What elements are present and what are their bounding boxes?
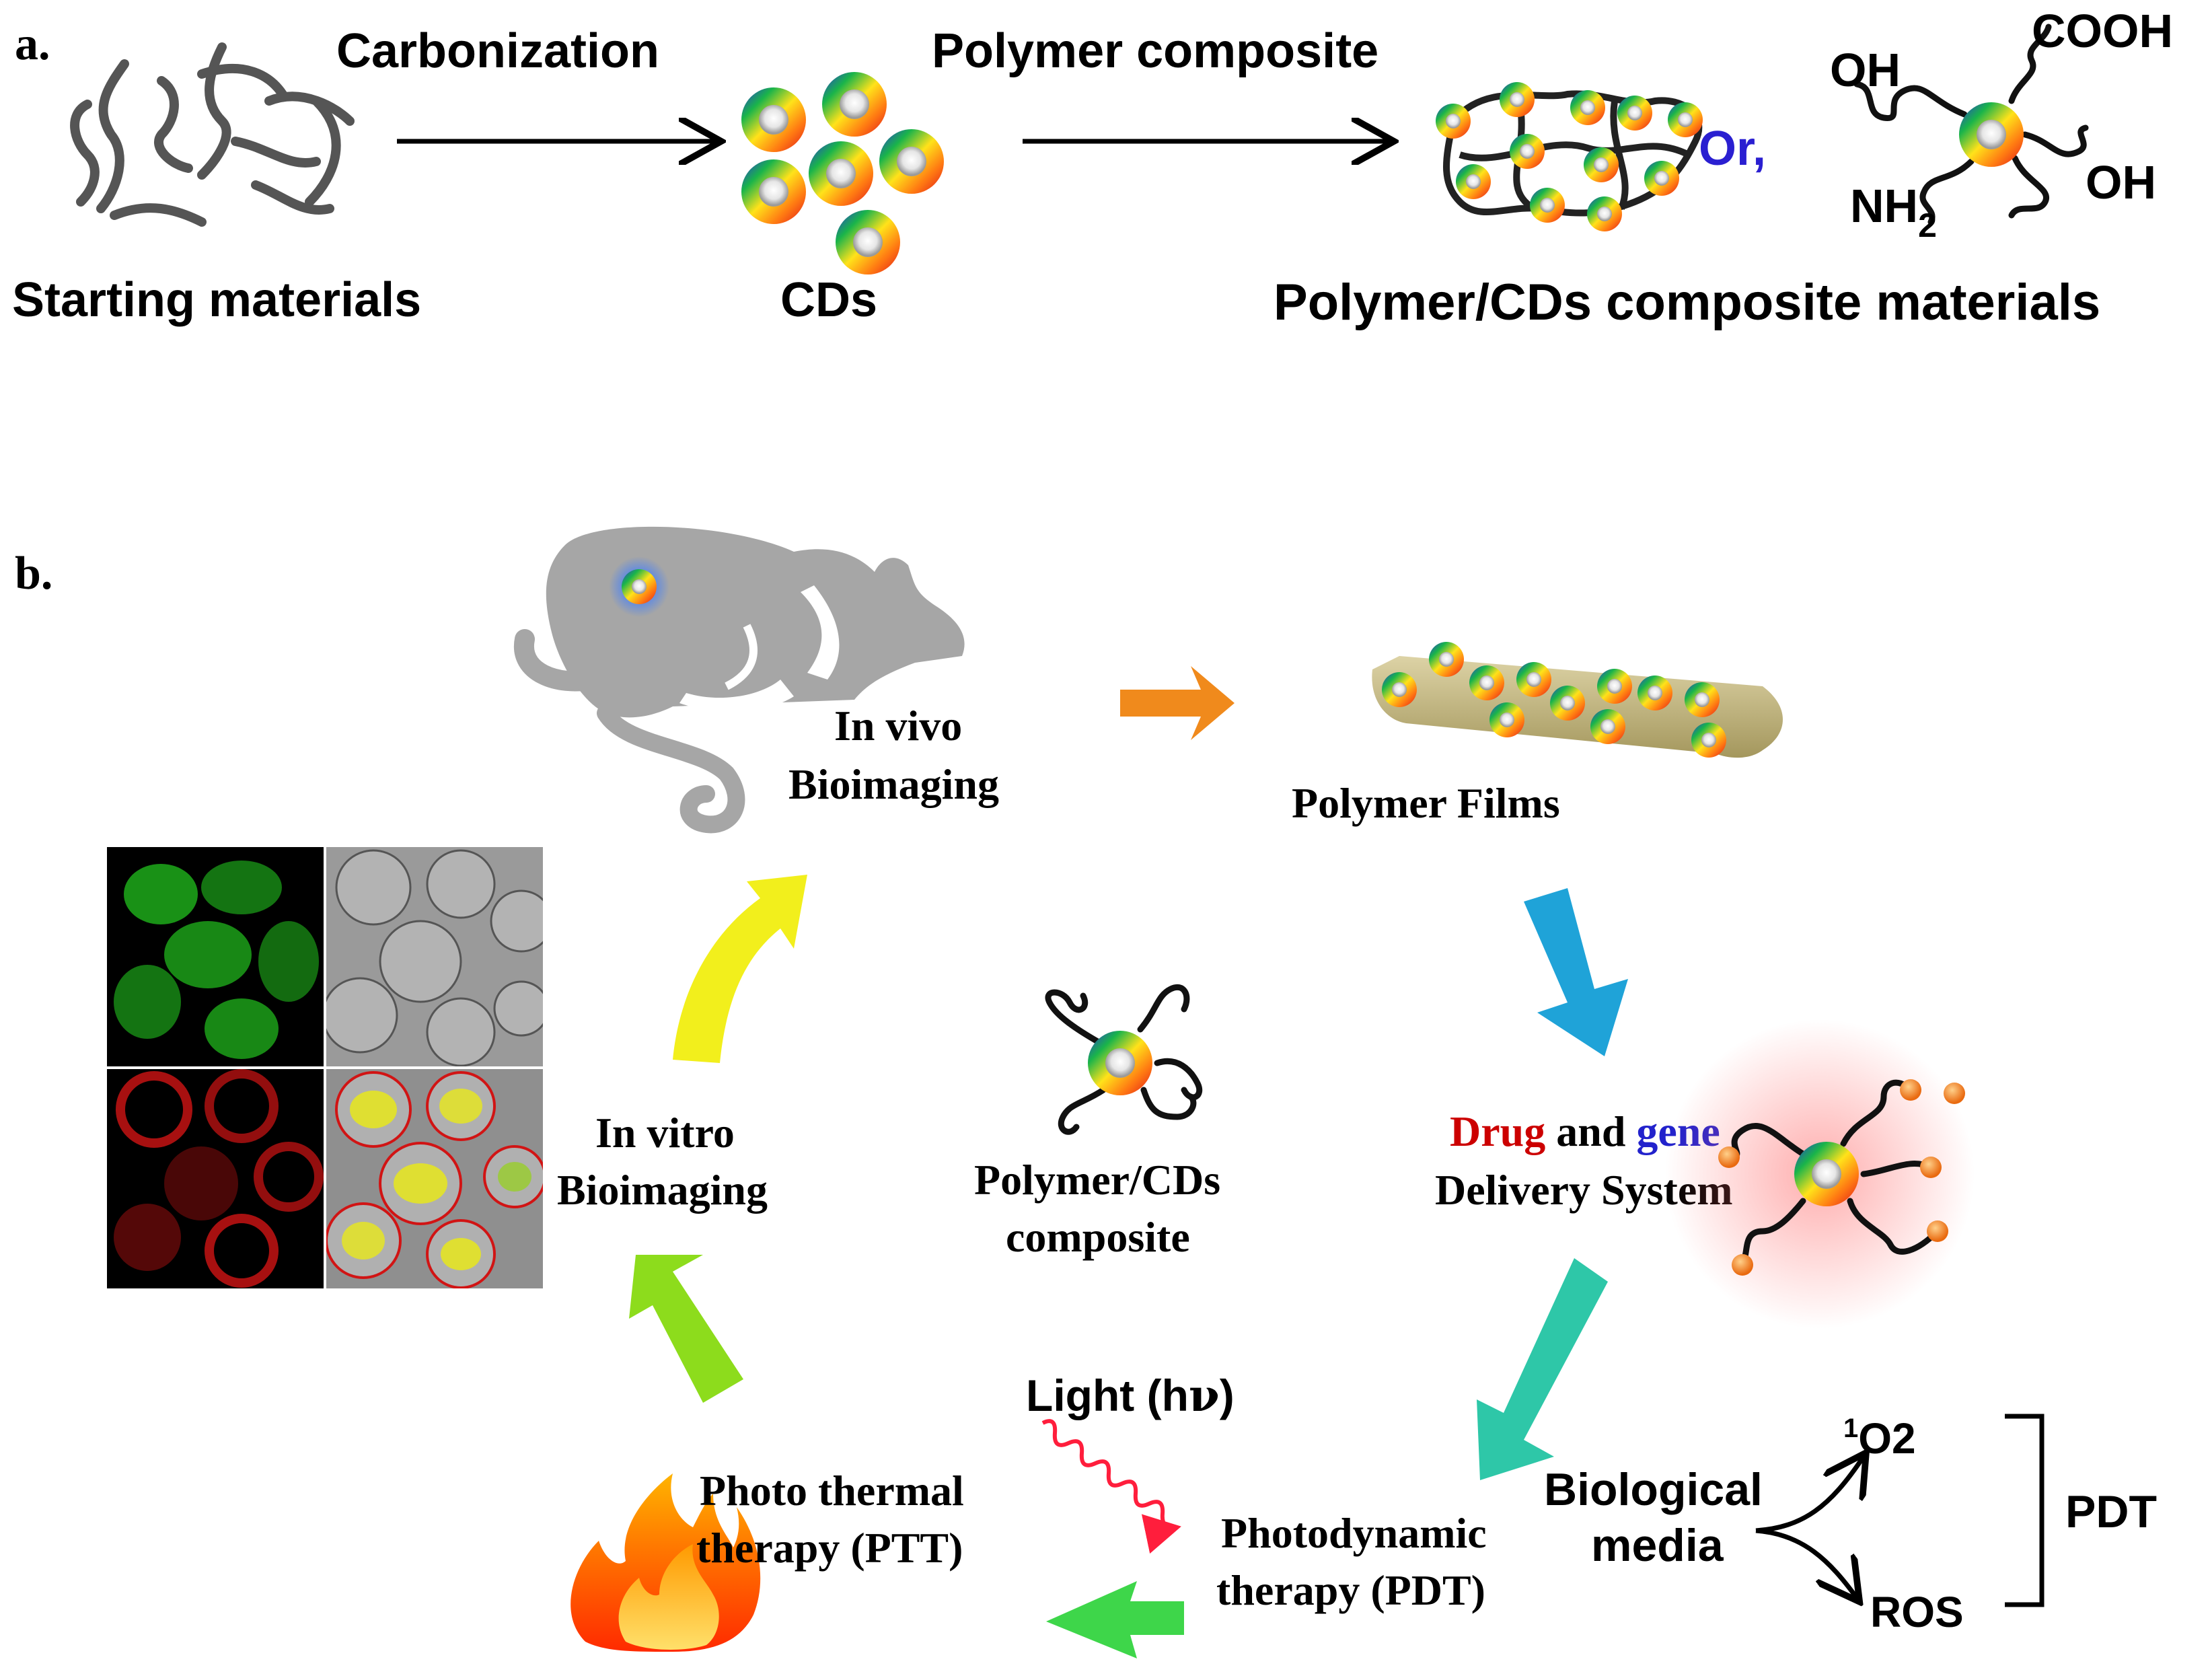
arrow-lime (629, 1255, 743, 1403)
brightfield-cells (326, 849, 543, 1066)
polymer-films-label: Polymer Films (1292, 779, 1560, 827)
rainbow-dot-icon (1691, 723, 1726, 758)
red-channel-image (107, 1069, 324, 1288)
rainbow-dot-icon (1530, 188, 1565, 223)
rainbow-dot-icon (1584, 147, 1619, 182)
arrow-teal (1477, 1258, 1608, 1480)
arrow-orange (1120, 666, 1235, 740)
rainbow-dot-icon (1590, 709, 1625, 744)
green-channel-image (107, 847, 324, 1066)
pdt-line1: Photodynamic (1221, 1509, 1487, 1557)
wavy-arrow-icon (1041, 1419, 1181, 1554)
in-vivo-line2: Bioimaging (788, 760, 999, 808)
rainbow-dot-icon (1456, 164, 1491, 199)
rainbow-dot-icon (836, 210, 900, 275)
polymer-film-icon (1372, 642, 1783, 758)
merged-cells (326, 1071, 543, 1288)
drug-loaded-cd-icon (1665, 1019, 1975, 1329)
biological-line1: Biological (1544, 1464, 1763, 1515)
pdt-line2: therapy (PDT) (1216, 1566, 1485, 1614)
rainbow-dot-icon (1489, 702, 1524, 737)
rainbow-dot-icon (1469, 665, 1504, 700)
or-label: Or, (1699, 122, 1766, 176)
rainbow-dot-icon (1794, 1142, 1859, 1206)
singlet-oxygen-label: 1O2 (1843, 1414, 1916, 1463)
oh-left-label: OH (1830, 44, 1901, 96)
starting-materials-label: Starting materials (12, 273, 421, 327)
brightfield-image (326, 847, 543, 1066)
arrow-yellow (673, 875, 807, 1063)
center-line1: Polymer/CDs (974, 1156, 1220, 1204)
rainbow-dot-icon (1644, 161, 1679, 196)
rainbow-dot-icon (741, 87, 806, 152)
panel-a-label: a. (15, 18, 50, 70)
rainbow-dot-icon (1570, 90, 1605, 125)
cooh-label: COOH (2032, 5, 2173, 57)
rainbow-dot-icon (879, 129, 944, 194)
mouse-icon (513, 526, 965, 834)
and-label: and (1556, 1107, 1625, 1155)
confocal-image-panel (104, 844, 543, 1288)
drug-label: Drug (1450, 1107, 1545, 1155)
oh-right-label: OH (2086, 156, 2156, 209)
biological-line2: media (1591, 1520, 1724, 1571)
rainbow-dot-icon (1668, 102, 1703, 137)
rainbow-dot-icon (1550, 686, 1585, 721)
light-label: Light (hν) (1026, 1369, 1235, 1422)
rainbow-dot-icon (1516, 662, 1551, 697)
pdt-bracket-label: PDT (2065, 1486, 2157, 1537)
center-composite-icon (1045, 984, 1203, 1135)
in-vitro-line2: Bioimaging (557, 1166, 768, 1214)
rainbow-dot-icon (1685, 682, 1720, 717)
polymer-composite-label: Polymer composite (932, 24, 1378, 78)
arrow-green (1046, 1581, 1184, 1658)
in-vitro-line1: In vitro (595, 1109, 735, 1157)
arrow-to-singlet-oxygen (1755, 1457, 1864, 1533)
ptt-line2: therapy (PTT) (696, 1524, 963, 1572)
rainbow-dot-icon (822, 72, 887, 137)
rainbow-dot-icon (1382, 672, 1417, 707)
functionalized-cd-icon (1853, 24, 2089, 225)
red-channel-cells (114, 1069, 324, 1288)
rainbow-dot-icon (1959, 102, 2024, 167)
polymer-network-icon (1436, 82, 1703, 231)
starting-materials-icon (70, 42, 355, 227)
merged-image (326, 1069, 543, 1288)
panel-b-label: b. (15, 548, 52, 599)
rainbow-dot-icon (741, 159, 806, 224)
rainbow-dot-icon (1429, 642, 1464, 677)
ros-label: ROS (1870, 1588, 1964, 1636)
flame-icon (570, 1473, 761, 1652)
pdt-bracket (2005, 1414, 2045, 1607)
rainbow-dot-icon (1597, 669, 1632, 704)
green-channel-cells (114, 861, 319, 1059)
cds-cluster (741, 72, 944, 275)
rainbow-dot-icon (1510, 134, 1545, 169)
rainbow-dot-icon (1587, 196, 1622, 231)
arrow-to-ros (1755, 1528, 1857, 1598)
rainbow-dot-icon (1637, 675, 1672, 710)
rainbow-dot-icon (1088, 1031, 1152, 1095)
center-line2: composite (1006, 1213, 1190, 1261)
composite-materials-label: Polymer/CDs composite materials (1274, 274, 2100, 331)
in-vivo-line1: In vivo (834, 702, 962, 750)
ptt-line1: Photo thermal (700, 1467, 964, 1514)
rainbow-dot-icon (1500, 82, 1535, 117)
rainbow-dot-icon (1617, 96, 1652, 131)
nh2-label: NH2 (1850, 180, 1937, 244)
carbonization-label: Carbonization (336, 24, 659, 78)
rainbow-dot-icon (1436, 104, 1471, 139)
rainbow-dot-icon (809, 141, 873, 206)
cds-label: CDs (780, 273, 877, 327)
rainbow-dot-icon (622, 569, 657, 604)
arrow-blue (1524, 888, 1628, 1056)
